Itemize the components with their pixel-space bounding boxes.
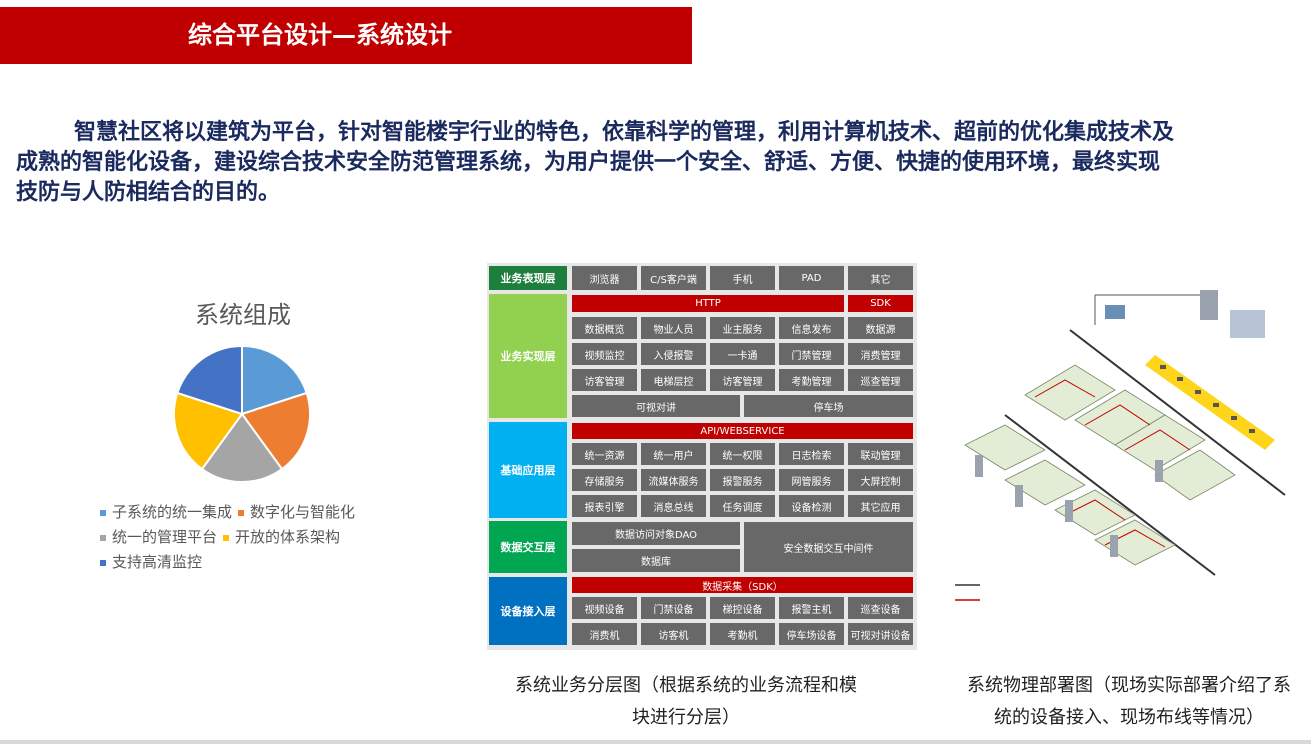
arch-cell: 消费管理: [848, 343, 913, 365]
arch-cell: 可视对讲设备: [848, 623, 913, 645]
arch-cell: 考勤机: [710, 623, 775, 645]
arch-cell: 物业人员: [641, 317, 706, 339]
arch-cell: 入侵报警: [641, 343, 706, 365]
http-bar: HTTP: [572, 295, 844, 312]
legend-swatch: [100, 534, 106, 541]
arch-cell: 日志检索: [779, 443, 844, 465]
pie-slice: [200, 412, 284, 483]
arch-cell: 访客管理: [710, 369, 775, 391]
arch-cell: 巡查管理: [848, 369, 913, 391]
pie-slice: [241, 344, 308, 416]
api-bar: API/WEBSERVICE: [572, 423, 913, 439]
caption-left: 系统业务分层图（根据系统的业务流程和模 块进行分层）: [515, 675, 857, 728]
caption-right: 系统物理部署图（现场实际部署介绍了系 统的设备接入、现场布线等情况）: [967, 675, 1291, 728]
arch-cell: 信息发布: [779, 317, 844, 339]
collect-bar: 数据采集（SDK）: [572, 577, 913, 593]
arch-cell: 任务调度: [710, 495, 775, 517]
arch-cell: 联动管理: [848, 443, 913, 465]
arch-cell: 消息总线: [641, 495, 706, 517]
arch-cell: 安全数据交互中间件: [744, 522, 913, 572]
bottom-divider: [0, 740, 1311, 744]
arch-cell: 其它: [848, 266, 913, 290]
arch-cell: 视频设备: [572, 597, 637, 619]
arch-cell: PAD: [779, 266, 844, 290]
arch-cell: 设备检测: [779, 495, 844, 517]
layer-label: 业务实现层: [489, 294, 567, 418]
arch-cell: 一卡通: [710, 343, 775, 365]
arch-cell: 业主服务: [710, 317, 775, 339]
arch-cell: 其它应用: [848, 495, 913, 517]
legend-swatch: [223, 534, 230, 541]
layer-label: 业务表现层: [489, 266, 567, 290]
arch-cell: 大屏控制: [848, 469, 913, 491]
pie-slice: [173, 391, 244, 471]
arch-cell: C/S客户端: [641, 266, 706, 290]
sdk-bar: SDK: [848, 295, 913, 312]
arch-cell: 梯控设备: [710, 597, 775, 619]
arch-cell: 数据访问对象DAO: [572, 522, 740, 545]
arch-cell: 停车场设备: [779, 623, 844, 645]
pie-slice: [240, 391, 311, 471]
arch-cell: 电梯层控: [641, 369, 706, 391]
legend-item: 支持高清监控: [100, 550, 202, 575]
legend-swatch: [100, 509, 106, 516]
deployment-diagram: [955, 290, 1286, 601]
arch-cell: 访客管理: [572, 369, 637, 391]
legend-item: 统一的管理平台: [100, 525, 217, 550]
arch-cell: 巡查设备: [848, 597, 913, 619]
arch-cell: 统一权限: [710, 443, 775, 465]
arch-cell: 门禁设备: [641, 597, 706, 619]
intro-paragraph: 智慧社区将以建筑为平台，针对智能楼宇行业的特色，依靠科学的管理，利用计算机技术、…: [16, 120, 1175, 205]
arch-cell: 视频监控: [572, 343, 637, 365]
arch-cell: 统一资源: [572, 443, 637, 465]
arch-cell: 可视对讲: [572, 395, 740, 417]
arch-cell: 消费机: [572, 623, 637, 645]
arch-cell: 访客机: [641, 623, 706, 645]
legend-item: 数字化与智能化: [238, 500, 355, 525]
page-title: 综合平台设计—系统设计: [188, 21, 452, 49]
pie-slice: [176, 344, 243, 416]
legend-swatch: [238, 509, 245, 516]
arch-cell: 数据概览: [572, 317, 637, 339]
arch-cell: 考勤管理: [779, 369, 844, 391]
arch-cell: 报警主机: [779, 597, 844, 619]
layer-label: 设备接入层: [489, 577, 567, 645]
arch-cell: 存储服务: [572, 469, 637, 491]
arch-cell: 报警服务: [710, 469, 775, 491]
title-bar: [0, 7, 692, 64]
legend-swatch: [100, 559, 106, 566]
arch-cell: 统一用户: [641, 443, 706, 465]
arch-cell: 手机: [710, 266, 775, 290]
layer-label: 数据交互层: [489, 521, 567, 573]
chart-legend: 子系统的统一集成 数字化与智能化 统一的管理平台 开放的体系架构 支持高清监控: [100, 500, 361, 575]
arch-cell: 网管服务: [779, 469, 844, 491]
legend-item: 开放的体系架构: [223, 525, 340, 550]
layer-label: 基础应用层: [489, 422, 567, 518]
arch-cell: 数据库: [572, 549, 740, 572]
arch-cell: 门禁管理: [779, 343, 844, 365]
arch-cell: 浏览器: [572, 266, 637, 290]
arch-cell: 报表引擎: [572, 495, 637, 517]
chart-title: 系统组成: [195, 301, 291, 329]
arch-cell: 数据源: [848, 317, 913, 339]
arch-cell: 停车场: [744, 395, 913, 417]
arch-cell: 流媒体服务: [641, 469, 706, 491]
pie-chart: [173, 344, 311, 483]
legend-item: 子系统的统一集成: [100, 500, 232, 525]
